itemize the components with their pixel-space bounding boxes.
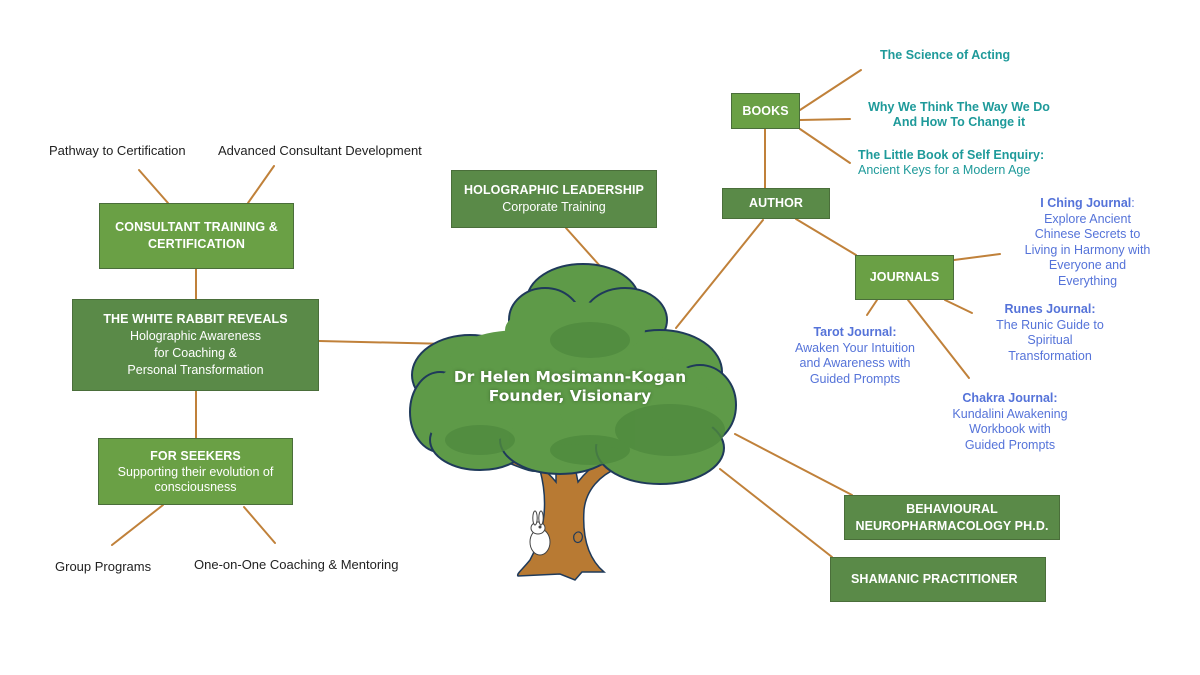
leaf-one-on-one-coaching: One-on-One Coaching & Mentoring: [194, 557, 399, 572]
white-rabbit-line: for Coaching &: [154, 346, 237, 360]
journal-line: Spiritual: [1027, 333, 1073, 347]
book-why-we-think[interactable]: Why We Think The Way We Do And How To Ch…: [864, 100, 1054, 130]
journal-runes[interactable]: Runes Journal: The Runic Guide to Spirit…: [990, 302, 1110, 364]
connector-author-center: [675, 219, 764, 329]
connector-seekers-oneonone: [243, 506, 276, 544]
leaf-pathway-to-certification: Pathway to Certification: [49, 143, 186, 158]
center-name: Dr Helen Mosimann-Kogan: [453, 368, 687, 386]
journals-title: JOURNALS: [869, 270, 940, 284]
journal-title: Runes Journal:: [1004, 302, 1096, 316]
connector-center-shamanic: [719, 468, 833, 558]
for-seekers-box[interactable]: FOR SEEKERS Supporting their evolution o…: [98, 438, 293, 505]
journals-box[interactable]: JOURNALS: [855, 255, 954, 300]
connector-author-journals: [795, 218, 857, 256]
consultant-training-title: CONSULTANT TRAINING &: [115, 220, 278, 234]
consultant-training-title-2: CERTIFICATION: [148, 237, 245, 251]
center-role: Founder, Visionary: [488, 387, 652, 405]
journal-title-colon: :: [1131, 196, 1135, 210]
phd-title-2: NEUROPHARMACOLOGY PH.D.: [855, 518, 1049, 533]
journal-line: Workbook with: [969, 422, 1051, 436]
white-rabbit-line: Personal Transformation: [127, 363, 264, 377]
connector-center-phd: [734, 433, 853, 496]
white-rabbit-box[interactable]: THE WHITE RABBIT REVEALS Holographic Awa…: [72, 299, 319, 391]
journal-line: Guided Prompts: [809, 371, 901, 386]
journal-line: Kundalini Awakening: [952, 406, 1068, 421]
holographic-leadership-subtitle: Corporate Training: [502, 200, 606, 214]
connector-books-little: [799, 128, 851, 164]
phd-title: BEHAVIOURAL: [906, 501, 998, 516]
connector-rabbit-center: [318, 340, 451, 345]
book-title-2: And How To Change it: [892, 115, 1026, 129]
book-title: The Little Book of Self Enquiry:: [858, 148, 1045, 162]
journal-line: Living in Harmony with: [1024, 242, 1151, 257]
connector-books-why: [799, 118, 851, 121]
book-little-book[interactable]: The Little Book of Self Enquiry: Ancient…: [858, 148, 1044, 178]
journal-line: Everything: [1057, 273, 1118, 288]
journal-line: and Awareness with: [799, 356, 911, 370]
connector-advanced: [247, 165, 275, 204]
journal-line: Guided Prompts: [964, 437, 1056, 452]
connector-journals-iching: [953, 253, 1001, 261]
connector-journals-runes: [944, 299, 973, 314]
rabbit-icon: [529, 510, 551, 556]
journal-line: Chinese Secrets to: [1034, 227, 1141, 241]
books-title: BOOKS: [742, 103, 789, 118]
journal-i-ching[interactable]: I Ching Journal: Explore Ancient Chinese…: [1015, 196, 1160, 289]
book-subtitle: Ancient Keys for a Modern Age: [858, 163, 1031, 177]
books-box[interactable]: BOOKS: [731, 93, 800, 129]
journal-line: Awaken Your Intuition: [794, 340, 915, 355]
for-seekers-title: FOR SEEKERS: [150, 449, 241, 463]
journal-line: Explore Ancient: [1044, 211, 1131, 226]
journal-title: I Ching Journal: [1040, 196, 1132, 210]
journal-line: Transformation: [1008, 348, 1092, 363]
journal-tarot[interactable]: Tarot Journal: Awaken Your Intuition and…: [785, 325, 925, 387]
book-title: Why We Think The Way We Do: [868, 100, 1050, 114]
journal-line: Everyone and: [1048, 258, 1127, 272]
holographic-leadership-title: HOLOGRAPHIC LEADERSHIP: [464, 183, 644, 197]
connector-pathway: [138, 169, 169, 204]
holographic-leadership-box[interactable]: HOLOGRAPHIC LEADERSHIP Corporate Trainin…: [451, 170, 657, 228]
shamanic-practitioner-box[interactable]: SHAMANIC PRACTITIONER: [830, 557, 1046, 602]
journal-title: Tarot Journal:: [813, 325, 897, 339]
leaf-group-programs: Group Programs: [55, 559, 152, 574]
center-label: Dr Helen Mosimann-Kogan Founder, Visiona…: [440, 368, 700, 406]
connector-books-science: [799, 69, 862, 111]
for-seekers-line: consciousness: [154, 480, 237, 494]
connector-holographic-center: [565, 227, 601, 267]
journal-line: The Runic Guide to: [996, 317, 1104, 332]
book-science-of-acting[interactable]: The Science of Acting: [880, 48, 1010, 63]
journal-title: Chakra Journal:: [962, 391, 1058, 405]
connector-journals-chakra: [907, 299, 970, 379]
journal-chakra[interactable]: Chakra Journal: Kundalini Awakening Work…: [945, 391, 1075, 453]
author-title: AUTHOR: [748, 196, 804, 210]
book-title: The Science of Acting: [880, 48, 1011, 62]
author-box[interactable]: AUTHOR: [722, 188, 830, 219]
connector-seekers-group: [111, 504, 164, 546]
connector-journals-tarot: [866, 299, 878, 316]
shamanic-title: SHAMANIC PRACTITIONER: [851, 572, 1018, 586]
phd-box[interactable]: BEHAVIOURAL NEUROPHARMACOLOGY PH.D.: [844, 495, 1060, 540]
for-seekers-line: Supporting their evolution of: [117, 465, 274, 479]
consultant-training-box[interactable]: CONSULTANT TRAINING & CERTIFICATION: [99, 203, 294, 269]
white-rabbit-title: THE WHITE RABBIT REVEALS: [103, 312, 288, 326]
leaf-advanced-consultant-development: Advanced Consultant Development: [218, 143, 422, 158]
white-rabbit-line: Holographic Awareness: [129, 329, 262, 343]
